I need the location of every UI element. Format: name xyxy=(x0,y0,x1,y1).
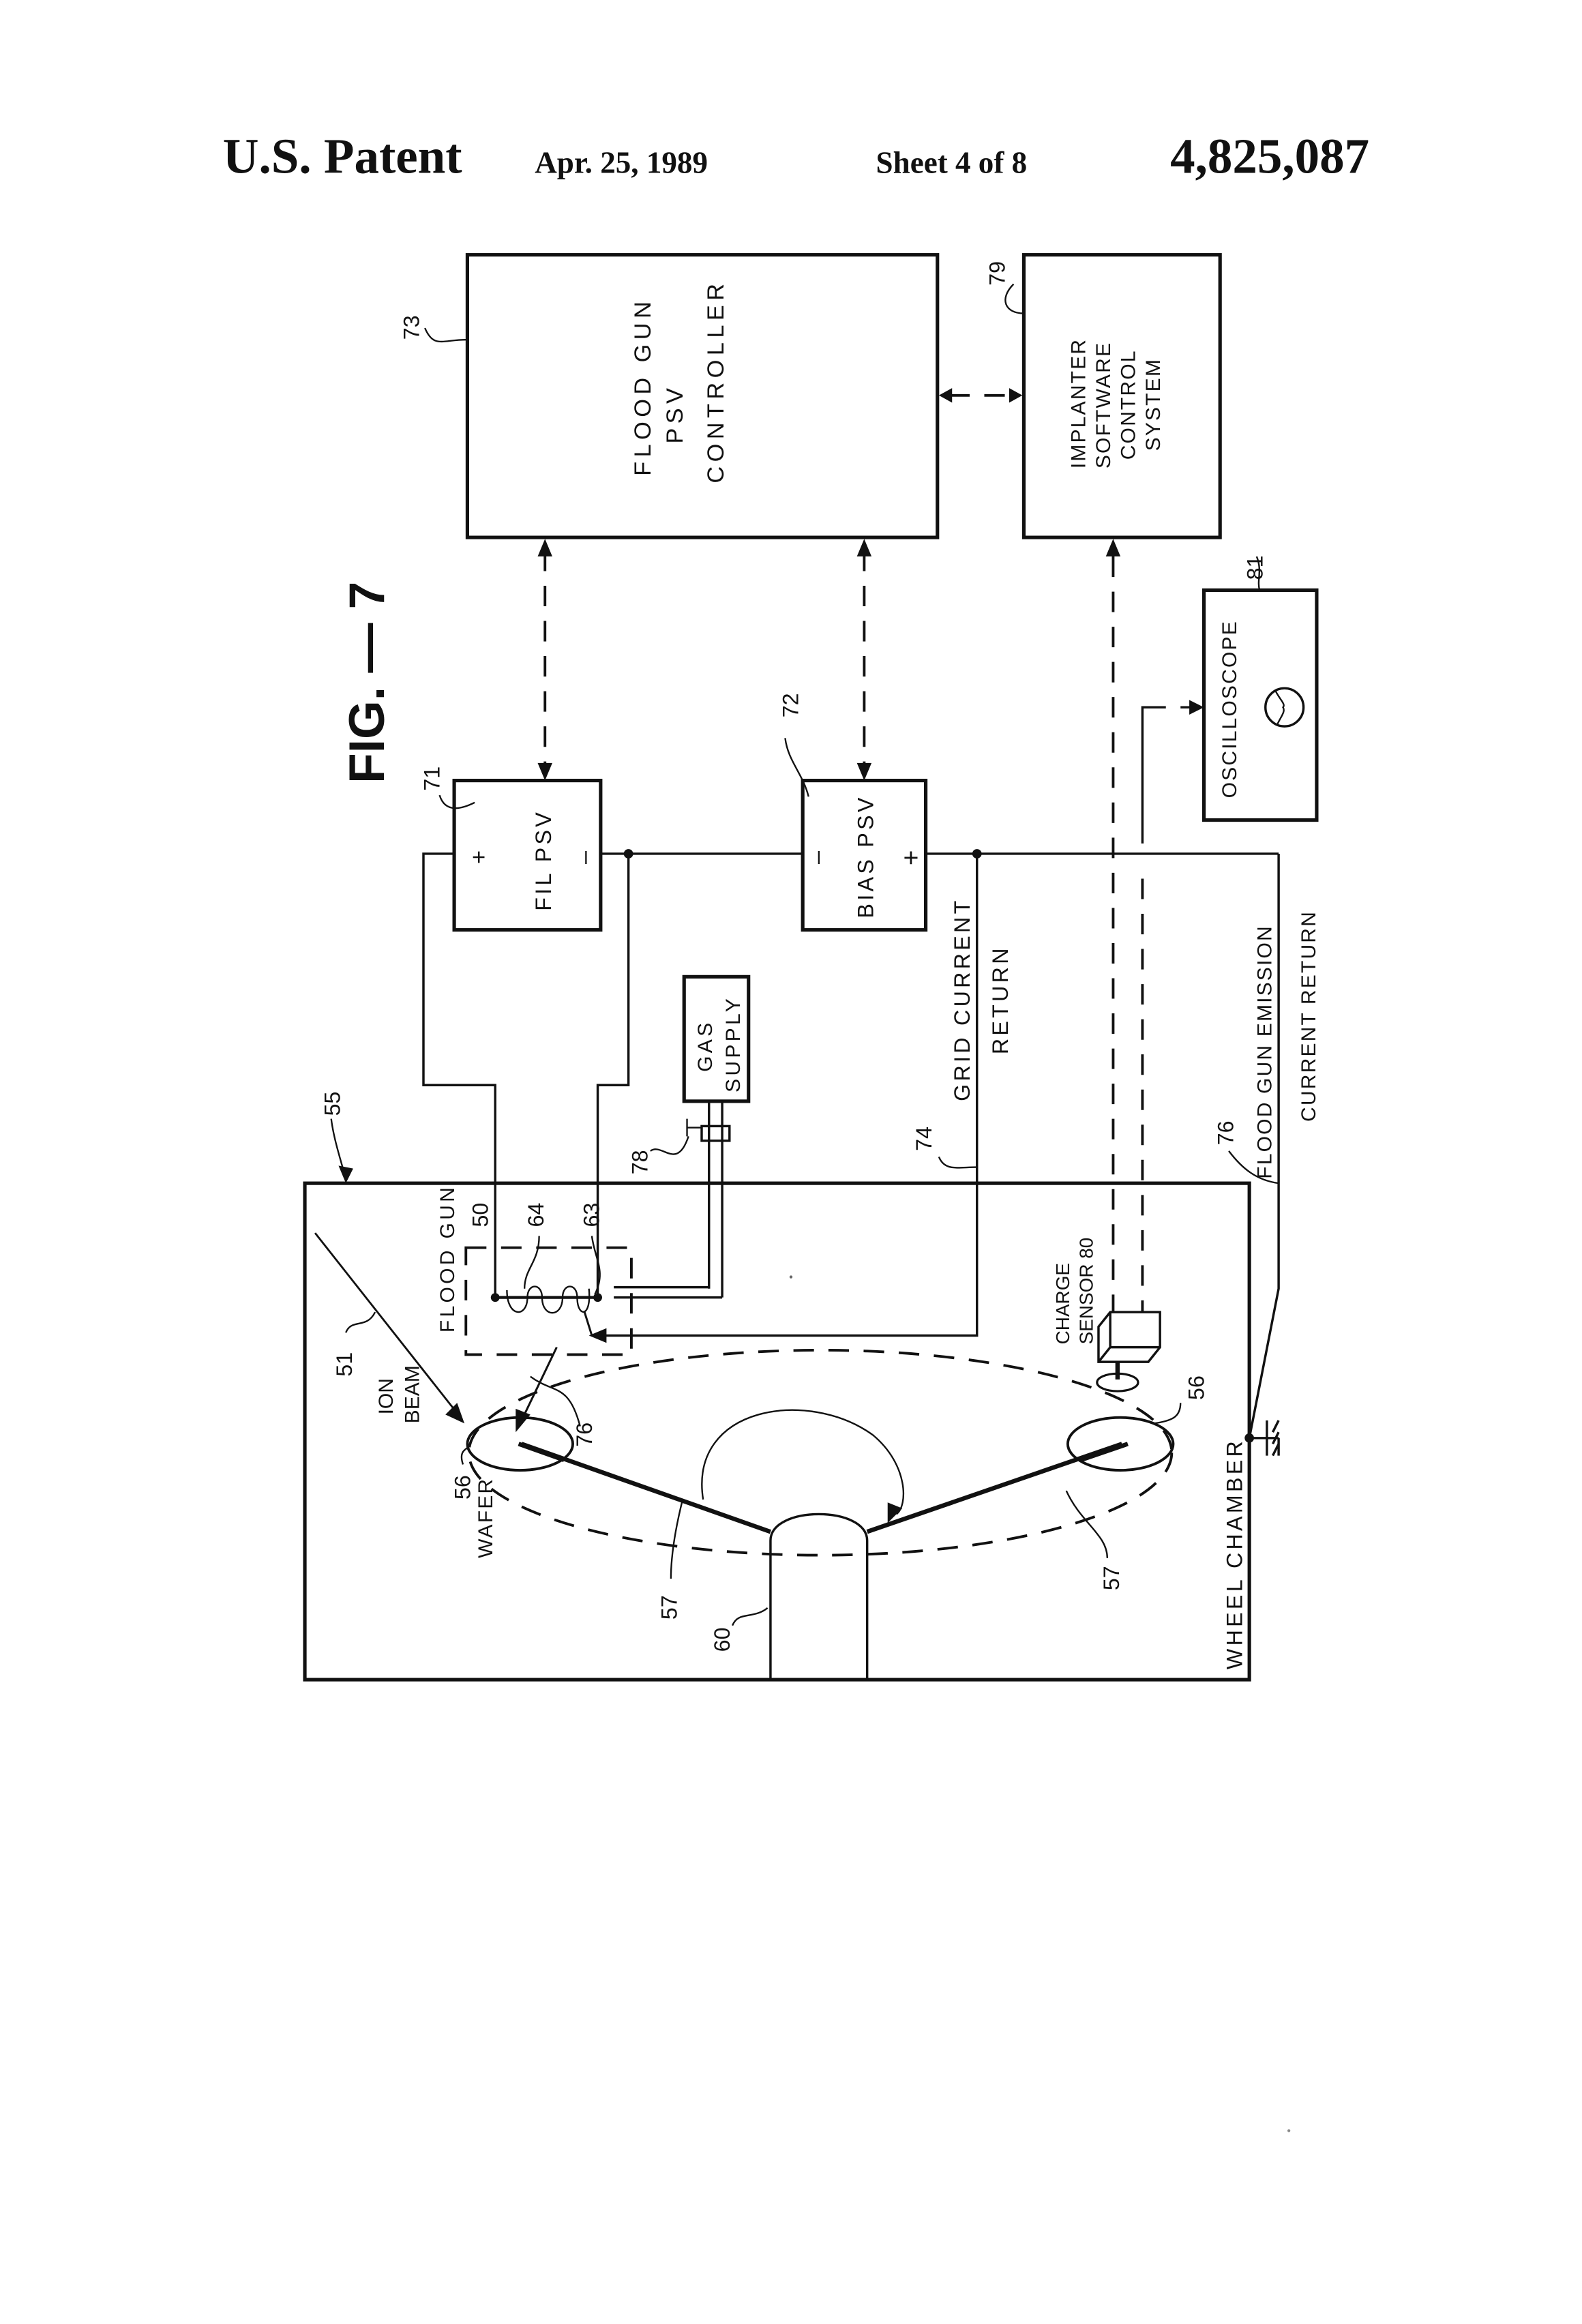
grid-return-ref-number: 74 xyxy=(912,1127,936,1151)
implanter-label-line4: SYSTEM xyxy=(1142,358,1165,451)
gas-supply-block: GAS SUPPLY 78 xyxy=(614,977,749,1297)
patent-header: U.S. Patent Apr. 25, 1989 Sheet 4 of 8 4… xyxy=(223,128,1369,183)
fil-psv-plus: + xyxy=(466,850,492,864)
fil-psv-minus: – xyxy=(571,850,597,864)
controller-label-line3: CONTROLLER xyxy=(703,280,729,483)
filament-coil-icon xyxy=(507,1287,589,1313)
controller-bias-psv-link xyxy=(857,539,871,780)
wafer-right-ref-number: 56 xyxy=(1184,1375,1209,1400)
emission-return-label-line1: FLOOD GUN EMISSION xyxy=(1253,925,1276,1179)
ion-beam-label-line2: BEAM xyxy=(402,1365,424,1423)
rotation-arrow-icon xyxy=(702,1410,904,1515)
emission-return-label-line2: CURRENT RETURN xyxy=(1298,910,1320,1122)
spoke-ref-number-right: 57 xyxy=(1099,1566,1124,1590)
ion-beam-ref-number: 51 xyxy=(332,1352,357,1377)
implanter-label-line3: CONTROL xyxy=(1118,349,1140,460)
hub-ref-number: 60 xyxy=(710,1627,734,1652)
emission-return-ref-number: 76 xyxy=(1214,1120,1238,1145)
wheel-chamber: WHEEL CHAMBER 55 FLOOD GUN 50 64 63 76 I… xyxy=(305,1092,1279,1680)
implanter-ref-number: 79 xyxy=(985,261,1010,286)
grid-current-label-line2: RETURN xyxy=(988,945,1013,1054)
arrowhead-icon xyxy=(537,539,552,556)
wheel-hub xyxy=(771,1514,867,1680)
wafer-label: WAFER xyxy=(475,1478,497,1558)
patent-date: Apr. 25, 1989 xyxy=(535,145,708,179)
arrowhead-icon xyxy=(537,763,552,781)
filament-ref-number: 64 xyxy=(524,1203,548,1227)
implanter-label-line2: SOFTWARE xyxy=(1092,342,1115,468)
flood-gun-ref-number: 50 xyxy=(468,1203,492,1227)
arrowhead-icon xyxy=(1009,388,1022,402)
gas-supply-label-line2: SUPPLY xyxy=(722,996,745,1092)
flood-gun-label: FLOOD GUN xyxy=(436,1185,459,1332)
controller-label-line2: PSV xyxy=(662,384,688,444)
fil-psv-block: FIL PSV + – 71 xyxy=(420,766,601,930)
implanter-label-line1: IMPLANTER xyxy=(1068,338,1090,468)
charge-sensor-label-line1: CHARGE xyxy=(1052,1263,1073,1344)
wheel-chamber-ref-number: 55 xyxy=(320,1092,345,1116)
charge-sensor-icon xyxy=(1099,1312,1160,1362)
bias-psv-minus: – xyxy=(804,850,830,864)
gas-valve-ref-number: 78 xyxy=(628,1150,653,1174)
wheel-chamber-label: WHEEL CHAMBER xyxy=(1222,1438,1247,1669)
bias-psv-ref-number: 72 xyxy=(779,693,803,717)
charge-sensor-label-line2: SENSOR 80 xyxy=(1075,1238,1096,1345)
oscilloscope-screen-icon xyxy=(1266,688,1304,726)
patent-title: U.S. Patent xyxy=(223,128,462,183)
controller-label-line1: FLOOD GUN xyxy=(630,297,656,476)
oscilloscope-label: OSCILLOSCOPE xyxy=(1219,620,1241,798)
spoke-ref-number-left: 57 xyxy=(657,1595,681,1620)
arrowhead-icon xyxy=(857,539,871,556)
charge-sensor-signal-link xyxy=(1106,539,1143,1312)
grid-ref-number: 63 xyxy=(580,1203,604,1227)
controller-fil-psv-link xyxy=(537,539,552,780)
charge-sensor: CHARGE SENSOR 80 xyxy=(1052,1238,1160,1391)
patent-number: 4,825,087 xyxy=(1170,128,1369,183)
fil-psv-label: FIL PSV xyxy=(531,809,556,911)
wafer-left-ref-number: 56 xyxy=(451,1475,475,1500)
electron-ref-number: 76 xyxy=(572,1422,597,1447)
grid-current-label-line1: GRID CURRENT xyxy=(950,897,974,1101)
wheel-orbit-path xyxy=(469,1350,1172,1555)
power-wiring xyxy=(423,849,1279,1438)
bias-psv-label: BIAS PSV xyxy=(853,794,878,918)
sheet-number: Sheet 4 of 8 xyxy=(876,145,1028,179)
bias-psv-plus: + xyxy=(897,850,926,866)
oscilloscope-ref-number: 81 xyxy=(1242,556,1267,580)
arrowhead-icon xyxy=(857,763,871,781)
controller-ref-number: 73 xyxy=(400,315,424,340)
flood-gun-psv-controller-block: FLOOD GUN PSV CONTROLLER 73 xyxy=(400,255,938,537)
gas-supply-label-line1: GAS xyxy=(694,1020,717,1072)
arrowhead-icon xyxy=(939,388,952,402)
figure-label: FIG. — 7 xyxy=(340,582,395,784)
fil-psv-ref-number: 71 xyxy=(420,766,445,791)
bias-psv-block: BIAS PSV – + 72 xyxy=(779,693,926,929)
ion-beam-label-line1: ION xyxy=(375,1378,398,1414)
controller-implanter-link xyxy=(939,388,1022,402)
oscilloscope-block: OSCILLOSCOPE 81 xyxy=(1142,556,1317,844)
